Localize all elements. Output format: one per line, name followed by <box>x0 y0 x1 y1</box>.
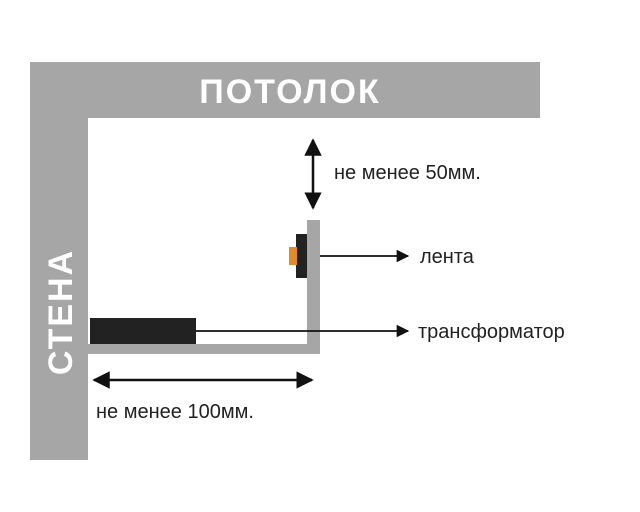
cornice-shelf <box>88 344 320 354</box>
led-strip-base <box>296 234 307 278</box>
ceiling <box>30 62 540 118</box>
cornice-lip <box>307 220 320 354</box>
transformer-label: трансформатор <box>418 321 565 343</box>
led-strip-diode <box>289 247 297 265</box>
wall-label: СТЕНА <box>42 249 80 375</box>
transformer-block <box>90 318 196 344</box>
wall <box>30 62 88 460</box>
gap-wall-label: не менее 100мм. <box>96 401 254 423</box>
gap-top-label: не менее 50мм. <box>334 162 481 184</box>
led-strip-label: лента <box>420 246 475 268</box>
ceiling-label: ПОТОЛОК <box>199 73 380 111</box>
